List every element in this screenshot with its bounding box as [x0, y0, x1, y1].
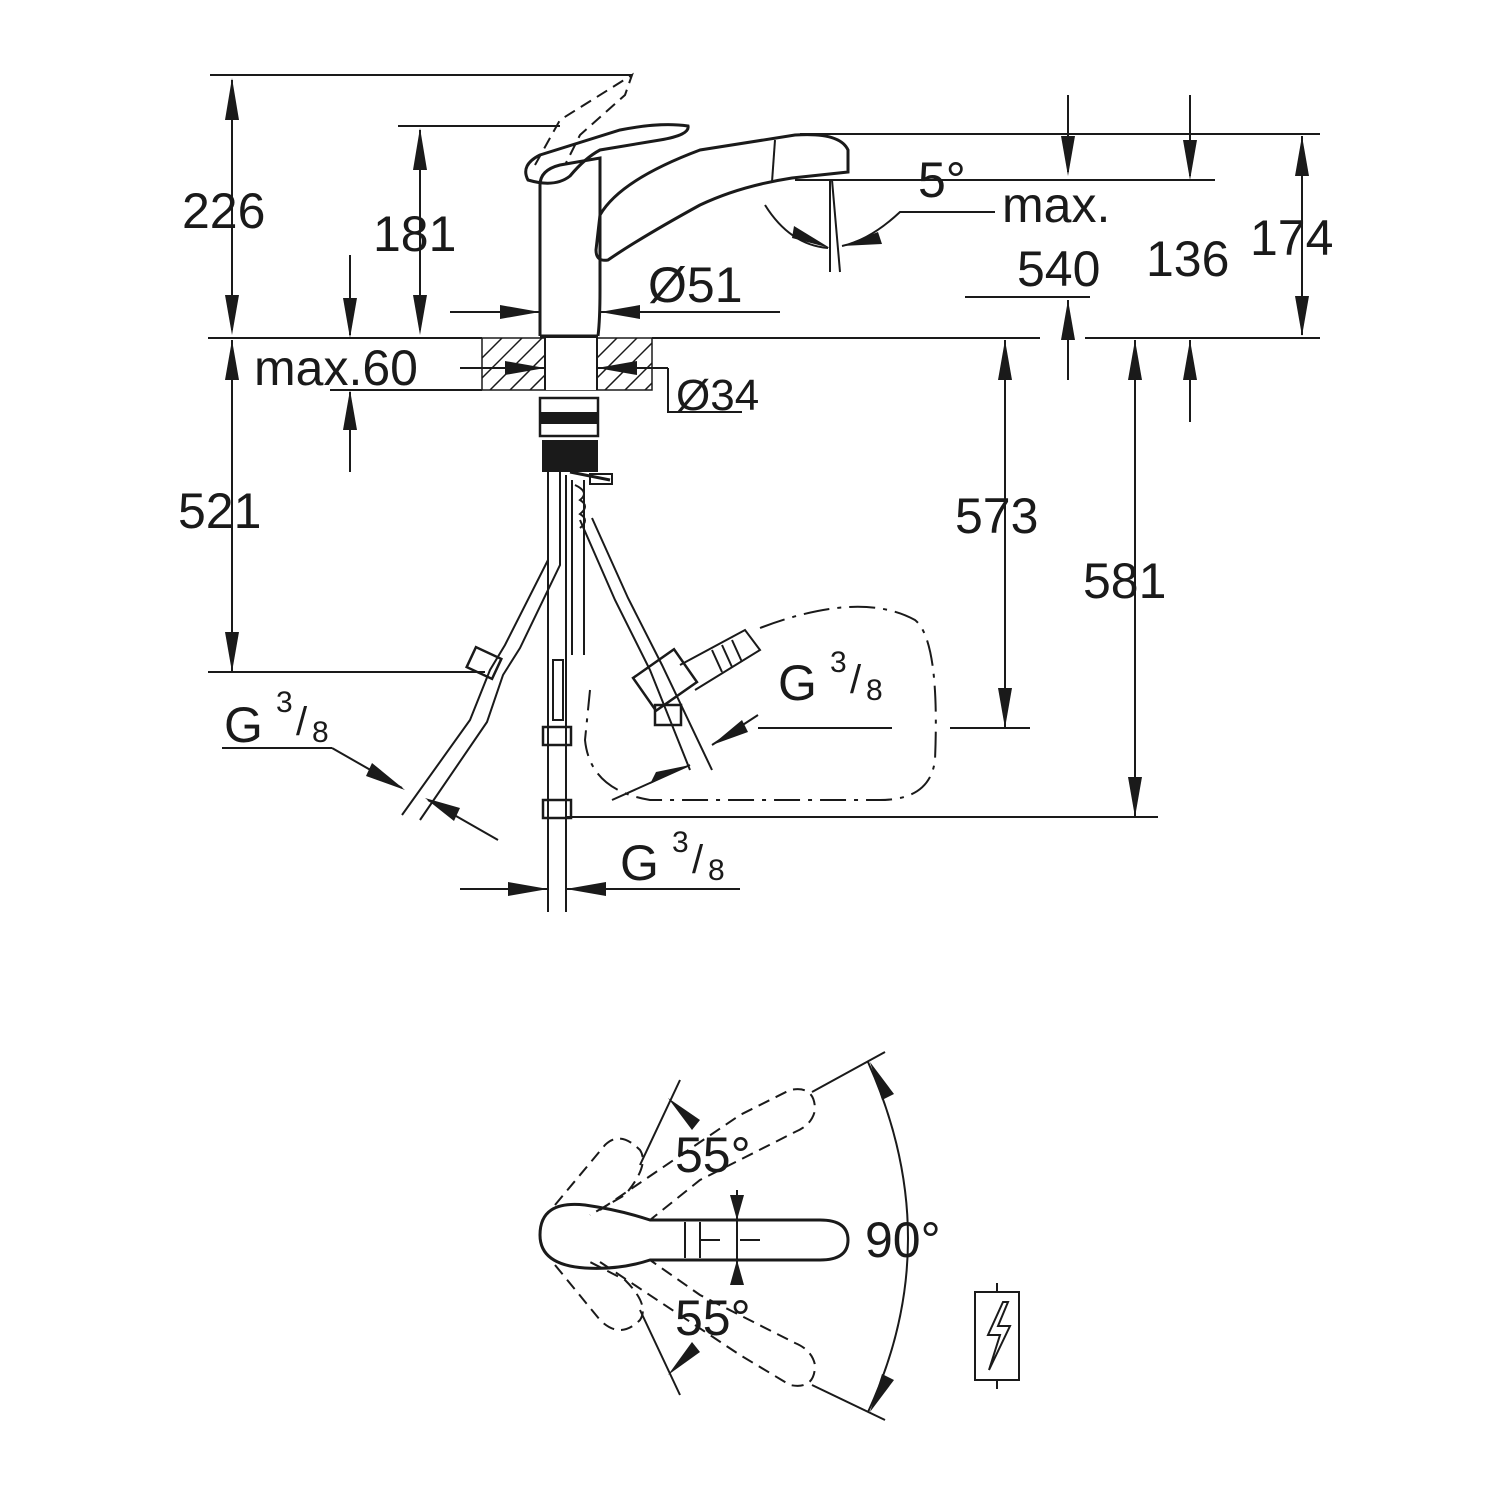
- deck-thickness-label: max.60: [254, 340, 418, 396]
- hole-diameter-label: Ø34: [676, 371, 759, 420]
- svg-text:/: /: [692, 838, 704, 882]
- lower-angle-label: 55°: [675, 1290, 751, 1346]
- svg-text:/: /: [850, 658, 862, 702]
- svg-text:G: G: [778, 655, 817, 711]
- lever-outline: [538, 1202, 850, 1270]
- total-height-label: 226: [182, 183, 265, 239]
- svg-text:G: G: [224, 697, 263, 753]
- svg-text:3: 3: [830, 646, 847, 679]
- total-angle-label: 90°: [865, 1212, 941, 1268]
- thread-label-bottom: G 3 / 8: [620, 826, 725, 891]
- reach-label: 540: [1017, 241, 1100, 297]
- svg-text:3: 3: [672, 826, 689, 859]
- svg-text:G: G: [620, 835, 659, 891]
- outlet-height-label: 136: [1146, 231, 1229, 287]
- svg-text:/: /: [296, 700, 308, 744]
- supply-hoses: [401, 472, 937, 912]
- faucet-top-view: 55° 55° 90°: [538, 1051, 1020, 1421]
- faucet-body: [524, 72, 850, 338]
- spout-height-label: 181: [373, 206, 456, 262]
- svg-text:8: 8: [708, 854, 725, 887]
- head-height-label: 174: [1250, 210, 1333, 266]
- below-deck-length-label: 521: [178, 483, 261, 539]
- right-connection-drop-label: 573: [955, 488, 1038, 544]
- dimension-lines: [208, 74, 1320, 896]
- thread-label-right: G 3 / 8: [778, 646, 883, 711]
- body-diameter-label: Ø51: [648, 257, 743, 313]
- svg-text:3: 3: [276, 686, 293, 719]
- faucet-side-view: 226 181 max.60 Ø51 Ø34 521 573 581 5° ma…: [178, 72, 1333, 912]
- electric-symbol-icon: [974, 1283, 1020, 1389]
- reach-prefix-label: max.: [1002, 177, 1110, 233]
- outer-drop-label: 581: [1083, 553, 1166, 609]
- upper-angle-label: 55°: [675, 1127, 751, 1183]
- spout-angle-label: 5°: [918, 152, 966, 208]
- deck-plate: [481, 337, 653, 391]
- dimension-labels: 226 181 max.60 Ø51 Ø34 521 573 581 5° ma…: [178, 152, 1333, 891]
- svg-text:8: 8: [866, 674, 883, 707]
- thread-label-left: G 3 / 8: [224, 686, 329, 753]
- mounting-assembly: [538, 396, 613, 485]
- svg-text:8: 8: [312, 716, 329, 749]
